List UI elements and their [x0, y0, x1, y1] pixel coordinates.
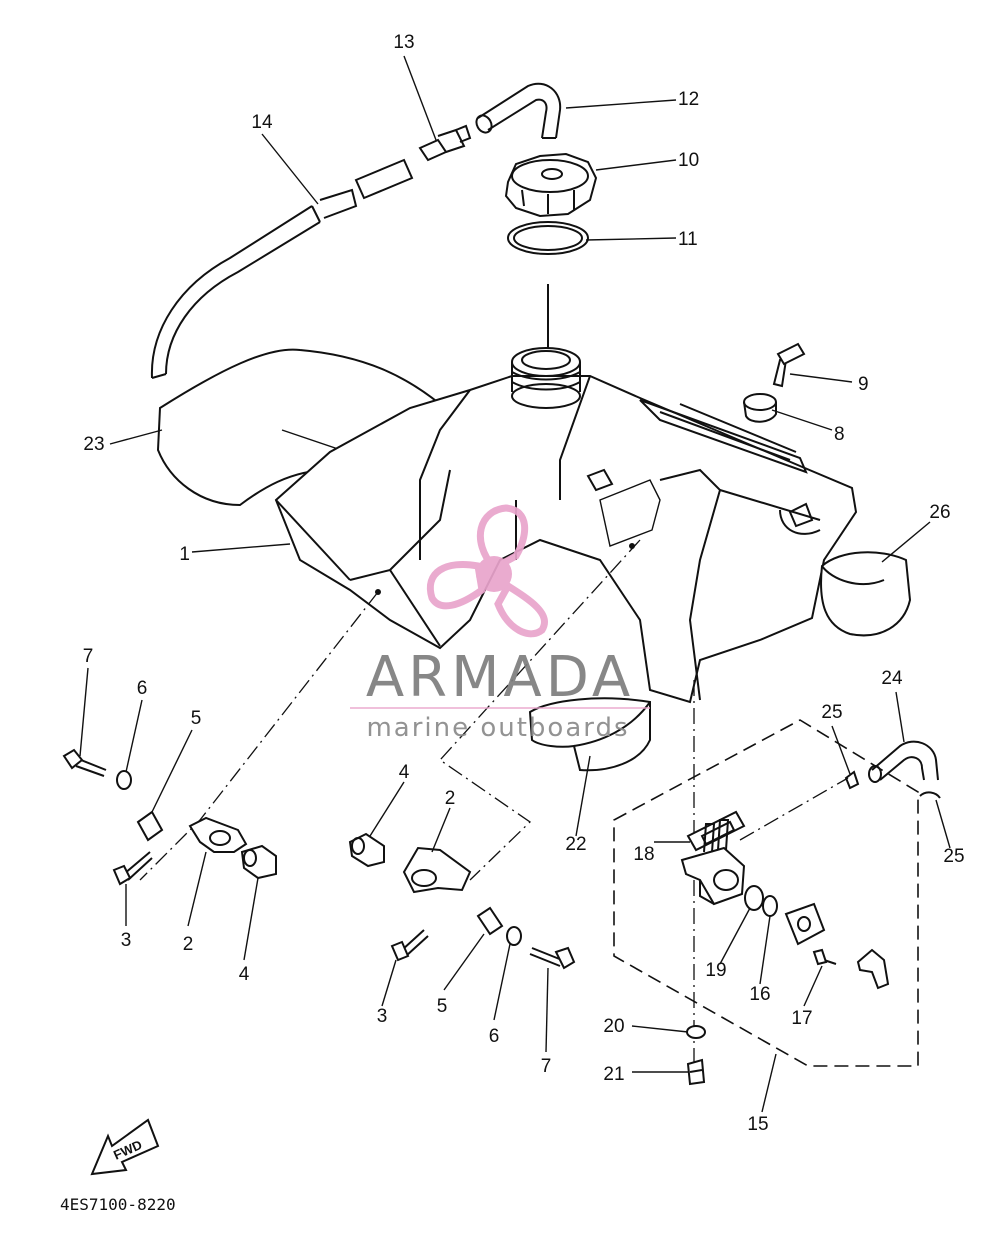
- callout-20: 20: [603, 1016, 624, 1037]
- callout-24: 24: [881, 668, 903, 689]
- bolt-7-right: [529, 946, 576, 970]
- screw-21: [686, 1058, 706, 1086]
- o-ring-16: [762, 895, 778, 917]
- callout-4-left: 4: [239, 964, 250, 985]
- washer-20: [686, 1025, 706, 1039]
- plate-17: [784, 902, 826, 946]
- callout-4-right: 4: [399, 762, 410, 783]
- drawing-code: 4ES7100-8220: [60, 1195, 176, 1214]
- collar-8: [743, 393, 777, 423]
- lever: [856, 948, 890, 990]
- propeller-logo-icon: [426, 504, 548, 638]
- callout-1: 1: [179, 544, 190, 565]
- callout-2-left: 2: [183, 934, 194, 955]
- o-ring-19: [744, 885, 764, 911]
- fwd-direction-arrow: FWD: [90, 1118, 160, 1176]
- callout-5-left: 5: [191, 708, 202, 729]
- callout-18: 18: [633, 844, 654, 865]
- callout-17: 17: [791, 1008, 812, 1029]
- callout-25-top: 25: [821, 702, 842, 723]
- fuel-tank-1: [156, 347, 858, 704]
- callout-15: 15: [747, 1114, 768, 1135]
- callout-7-left: 7: [83, 646, 94, 667]
- band-26: [820, 551, 912, 637]
- hose-line: [739, 777, 849, 841]
- washer-6-left: [116, 770, 132, 790]
- gasket-18: [686, 810, 746, 852]
- bolt-3-left: [112, 851, 153, 886]
- fuel-cock-group-15: [613, 719, 919, 1067]
- callout-11: 11: [678, 229, 698, 250]
- callout-labels: 1 2 2 3 3 4 4 5 5 6 6 7 7 8 9 10 11 12 1…: [83, 32, 965, 1135]
- callout-26: 26: [929, 502, 950, 523]
- tank-cap-10: [504, 152, 598, 218]
- damper-4-right: [348, 832, 385, 868]
- watermark: ARMADA marine outboards: [350, 504, 650, 743]
- fuel-cock-body: [680, 819, 746, 906]
- callout-7-right: 7: [541, 1056, 552, 1077]
- joint-13: [418, 124, 472, 162]
- callout-21: 21: [603, 1064, 624, 1085]
- mount-line-right: [439, 539, 641, 881]
- bolt-3-right: [390, 929, 429, 962]
- callout-3-right: 3: [377, 1006, 388, 1027]
- callout-23: 23: [83, 434, 104, 455]
- callout-13: 13: [393, 32, 414, 53]
- callout-10: 10: [678, 150, 699, 171]
- callout-16: 16: [749, 984, 770, 1005]
- vent-hose-14: [150, 158, 414, 379]
- collar-5-left: [136, 810, 164, 842]
- clip-25: [844, 770, 941, 799]
- callout-3-left: 3: [121, 930, 132, 951]
- callout-14: 14: [251, 112, 273, 133]
- callout-22: 22: [565, 834, 586, 855]
- callout-12: 12: [678, 89, 699, 110]
- callout-6-left: 6: [137, 678, 148, 699]
- leader-lines: [79, 55, 951, 1113]
- callout-25-right: 25: [943, 846, 964, 867]
- hose-24: [868, 740, 939, 783]
- mount-line-left: [139, 591, 379, 881]
- collar-5-right: [476, 906, 504, 936]
- washer-6-right: [506, 926, 522, 946]
- callout-2-right: 2: [445, 788, 456, 809]
- callout-19: 19: [705, 960, 726, 981]
- bracket-2-left: [188, 816, 248, 853]
- callout-6-right: 6: [489, 1026, 500, 1047]
- bracket-2-right: [402, 846, 472, 894]
- callout-5-right: 5: [437, 996, 448, 1017]
- damper-4-left: [240, 844, 277, 880]
- screw-17: [812, 948, 837, 966]
- band-22: [528, 697, 651, 772]
- gasket-11: [507, 221, 589, 255]
- bolt-7-left: [62, 748, 107, 777]
- callout-9: 9: [858, 374, 869, 395]
- watermark-brand: ARMADA: [366, 645, 634, 710]
- watermark-tagline: marine outboards: [366, 713, 629, 743]
- screw-9: [772, 342, 806, 388]
- hose-12: [475, 82, 562, 139]
- callout-8: 8: [834, 424, 845, 445]
